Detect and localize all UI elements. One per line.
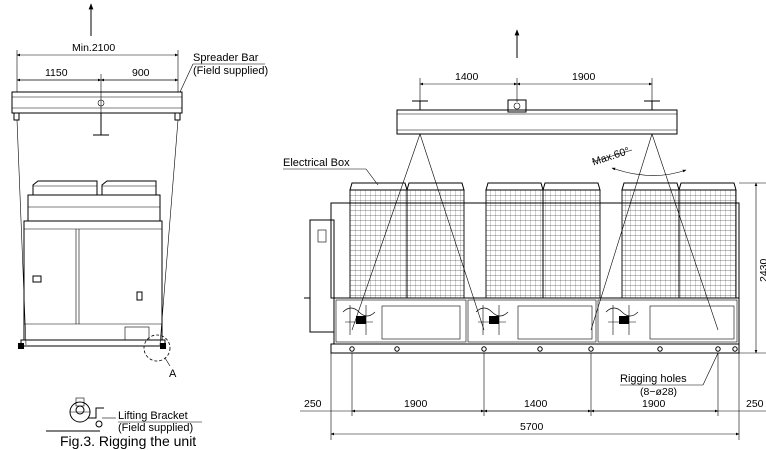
height-2430: 2430 [758,258,766,282]
rigging-holes-spec: (8−ø28) [640,386,677,398]
detail-marker-a: A [169,368,177,380]
fan-module-6 [678,182,737,299]
spreader-bar-right [396,109,678,135]
right-front-view: 1400 1900 Max.60° Electrical Box [283,29,766,440]
dim-top-1900: 1900 [572,71,596,83]
dim-bottom-250-right: 250 [746,398,764,410]
dim-1150: 1150 [45,67,68,79]
dim-bottom-1900-a: 1900 [404,398,428,410]
rigging-holes [349,346,738,352]
cable-left-a [16,119,27,346]
figure-caption: Fig.3. Rigging the unit [60,433,196,449]
dim-min-2100: Min.2100 [72,42,115,54]
dim-900: 900 [132,67,150,79]
detail-circle-a [143,334,171,362]
electrical-box [309,219,335,333]
lifting-bracket-label: Lifting Bracket [118,410,188,422]
spreader-bar-left [11,91,183,114]
fan-module-4 [542,182,601,299]
unit-base-left [20,339,166,347]
angle-arc [611,167,687,176]
left-side-view: Min.2100 1150 900 Spreader Bar (Field su… [11,3,268,380]
dim-bottom-1400: 1400 [524,398,548,410]
fan-modules [349,182,737,299]
compressor-pipework [342,305,639,335]
lifting-bracket-note: (Field supplied) [118,422,193,434]
angle-label: Max.60° [591,145,631,168]
coil-section-left [27,194,161,222]
fan-module-1 [349,182,408,299]
unit-base-rail [330,343,740,354]
spreader-bar-note: (Field supplied) [193,65,268,77]
dim-bottom-250-left: 250 [304,398,322,410]
fan-cowls-left [32,180,157,196]
rigging-holes-label: Rigging holes [620,373,687,385]
unit-body-left [23,220,163,341]
spreader-bar-label: Spreader Bar [193,52,259,64]
fan-module-3 [485,182,544,299]
fan-module-2 [406,182,465,299]
dim-overall-5700: 5700 [520,421,544,433]
electrical-box-label: Electrical Box [283,157,350,169]
lifting-bracket-detail: Lifting Bracket (Field supplied) [46,397,202,434]
fan-module-5 [621,182,680,299]
dim-top-1400: 1400 [455,71,479,83]
unit-lower-section [333,297,740,345]
dim-bottom-1900-b: 1900 [642,398,666,410]
cable-left-b [159,119,179,346]
